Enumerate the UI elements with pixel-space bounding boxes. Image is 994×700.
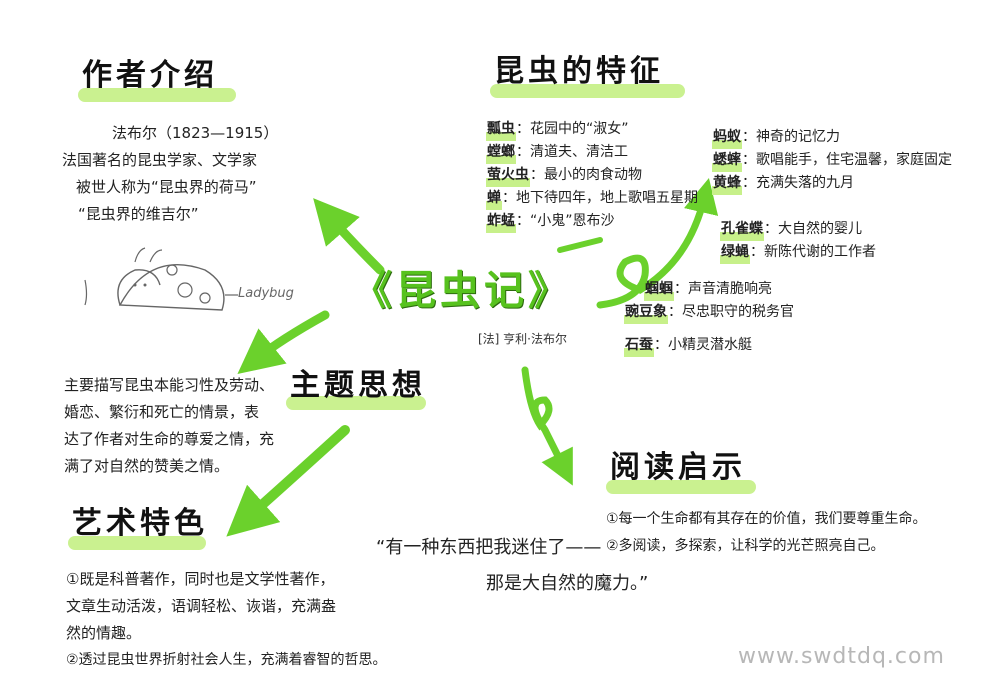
- center-title: 《昆虫记》: [352, 268, 572, 314]
- features-list-2a: 蚂蚁：神奇的记忆力 蟋蟀：歌唱能手，住宅温馨，家庭固定 黄蜂：充满失落的九月: [712, 126, 952, 195]
- watermark: www.swdtdq.com: [738, 644, 945, 669]
- features-list-1: 瓢虫：花园中的“淑女” 螳螂：清道夫、清洁工 萤火虫：最小的肉食动物 蝉：地下待…: [486, 118, 698, 233]
- quote-line-1: “有一种东西把我迷住了——: [376, 537, 602, 558]
- reading-heading: 阅读启示: [610, 450, 746, 485]
- theme-text: 主要描写昆虫本能习性及劳动、 婚恋、繁衍和死亡的情景，表 达了作者对生命的尊爱之…: [64, 372, 274, 480]
- reading-text: ①每一个生命都有其存在的价值，我们要尊重生命。 ②多阅读，多探索，让科学的光芒照…: [606, 506, 927, 560]
- feature-item: 黄蜂：充满失落的九月: [712, 172, 952, 195]
- reading-heading-highlight: [606, 480, 756, 494]
- features-heading: 昆虫的特征: [494, 54, 664, 89]
- center-subtitle: [法] 亨利·法布尔: [478, 332, 567, 346]
- author-heading-highlight: [78, 88, 236, 102]
- art-heading: 艺术特色: [72, 506, 208, 541]
- arrow-to-theme: [237, 310, 330, 375]
- art-line: ①既是科普著作，同时也是文学性著作，: [66, 570, 335, 588]
- theme-heading-highlight: [286, 396, 426, 410]
- arrow-to-reading: [521, 366, 573, 486]
- feature-item: 蚂蚁：神奇的记忆力: [712, 126, 952, 149]
- theme-line: 达了作者对生命的尊爱之情，充: [64, 430, 275, 448]
- quote-line-2: 那是大自然的魔力。”: [486, 573, 649, 594]
- arrow-to-author: [313, 198, 385, 275]
- feature-item: 螳螂：清道夫、清洁工: [486, 141, 698, 164]
- author-line: 法布尔（1823—1915）: [112, 124, 279, 142]
- art-text: ①既是科普著作，同时也是文学性著作， 文章生动活泼，语调轻松、诙谐，充满盎 然的…: [66, 566, 387, 674]
- author-text: 法布尔（1823—1915） 法国著名的昆虫学家、文学家 被世人称为“昆虫界的荷…: [62, 120, 279, 228]
- author-heading: 作者介绍: [82, 58, 218, 93]
- feature-item: 绿蝇：新陈代谢的工作者: [720, 241, 876, 264]
- arrow-to-art: [226, 425, 350, 537]
- ladybug-label: Ladybug: [238, 286, 294, 301]
- theme-heading: 主题思想: [290, 368, 426, 403]
- feature-item: 萤火虫：最小的肉食动物: [486, 164, 698, 187]
- theme-line: 婚恋、繁衍和死亡的情景，表: [64, 403, 260, 421]
- author-line: 法国著名的昆虫学家、文学家: [62, 151, 258, 169]
- feature-item: 孔雀蝶：大自然的婴儿: [720, 218, 876, 241]
- reading-line: ②多阅读，多探索，让科学的光芒照亮自己。: [606, 538, 885, 554]
- feature-item: 豌豆象：尽忠职守的税务官: [624, 301, 794, 324]
- arrow-features-branch: [557, 237, 603, 253]
- art-line: ②透过昆虫世界折射社会人生，充满着睿智的哲思。: [66, 652, 387, 668]
- features-heading-highlight: [490, 84, 685, 98]
- feature-item: 蝈蝈：声音清脆响亮: [644, 278, 794, 301]
- feature-item: 石蚕：小精灵潜水艇: [624, 334, 794, 357]
- theme-line: 满了对自然的赞美之情。: [64, 457, 230, 475]
- features-list-2c: 蝈蝈：声音清脆响亮 豌豆象：尽忠职守的税务官 石蚕：小精灵潜水艇: [624, 278, 794, 357]
- feature-item: 蚱蜢：“小鬼”恩布沙: [486, 210, 698, 233]
- feature-item: 蟋蟀：歌唱能手，住宅温馨，家庭固定: [712, 149, 952, 172]
- art-line: 然的情趣。: [66, 624, 142, 642]
- features-list-2b: 孔雀蝶：大自然的婴儿 绿蝇：新陈代谢的工作者: [720, 218, 876, 264]
- feature-item: 瓢虫：花园中的“淑女”: [486, 118, 698, 141]
- reading-line: ①每一个生命都有其存在的价值，我们要尊重生命。: [606, 511, 927, 527]
- author-line: 被世人称为“昆虫界的荷马”: [76, 178, 257, 196]
- feature-item: 蝉：地下待四年，地上歌唱五星期: [486, 187, 698, 210]
- quote: “有一种东西把我迷住了—— 那是大自然的魔力。”: [376, 530, 648, 602]
- arrow-to-features: [596, 177, 719, 309]
- theme-line: 主要描写昆虫本能习性及劳动、: [64, 376, 275, 394]
- author-line: “昆虫界的维吉尔”: [78, 205, 199, 223]
- art-line: 文章生动活泼，语调轻松、诙谐，充满盎: [66, 597, 337, 615]
- art-heading-highlight: [68, 536, 206, 550]
